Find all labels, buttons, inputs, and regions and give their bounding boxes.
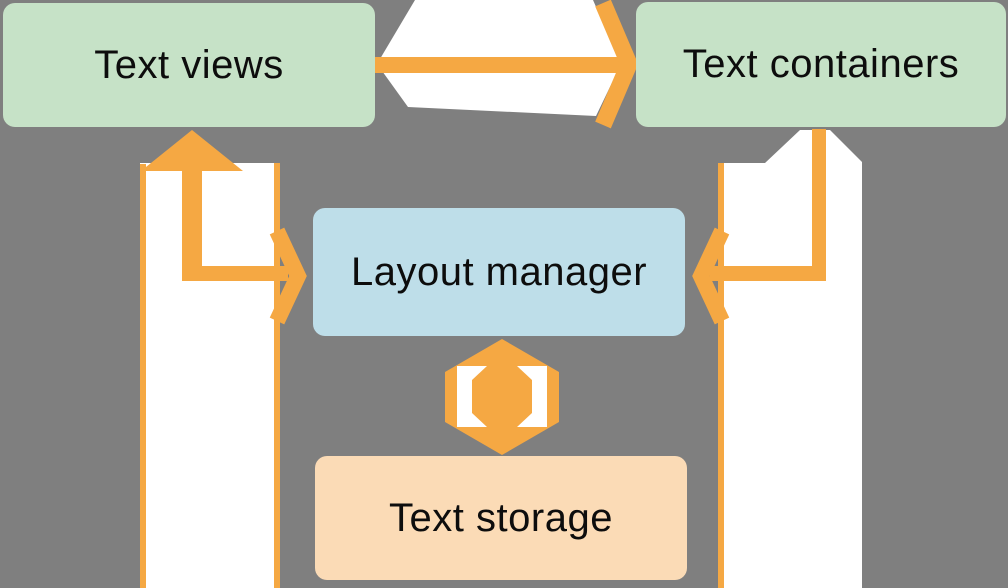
arrow-views-containers bbox=[372, 0, 639, 129]
arrow-containers-layout-white-bar bbox=[724, 130, 862, 588]
arrow-views-layout-vertical-shaft bbox=[182, 152, 202, 281]
arrow-views-containers-orange-stripe bbox=[372, 57, 628, 73]
node-layout-manager: Layout manager bbox=[313, 208, 685, 336]
node-text-storage: Text storage bbox=[315, 456, 687, 580]
node-layout-manager-label: Layout manager bbox=[350, 249, 648, 294]
arrow-views-layout-right-arrowhead bbox=[269, 227, 307, 325]
arrow-containers-layout-left-border bbox=[718, 163, 724, 588]
arrow-views-layout-white-bar bbox=[140, 163, 280, 588]
arrow-views-layout-up-arrowhead bbox=[141, 130, 243, 171]
arrow-views-layout bbox=[140, 130, 307, 588]
arrow-layout-storage-left-notch bbox=[457, 366, 487, 427]
node-text-views-label: Text views bbox=[94, 42, 284, 87]
arrow-views-layout-horizontal-shaft bbox=[182, 266, 288, 281]
arrow-layout-storage bbox=[445, 339, 559, 455]
node-text-containers: Text containers bbox=[636, 2, 1006, 127]
arrow-views-layout-right-border bbox=[274, 163, 280, 588]
arrow-containers-layout-vertical-shaft bbox=[812, 129, 826, 281]
arrow-containers-layout-horizontal-shaft bbox=[710, 266, 826, 281]
arrow-views-containers-right-arrowhead bbox=[595, 0, 639, 129]
arrow-layout-storage-right-notch bbox=[517, 366, 547, 427]
arrow-views-layout-left-border bbox=[140, 164, 146, 588]
arrow-containers-layout bbox=[692, 129, 862, 588]
node-text-views: Text views bbox=[3, 3, 375, 127]
arrow-containers-layout-left-arrowhead bbox=[692, 227, 730, 325]
node-text-containers-label: Text containers bbox=[682, 42, 960, 86]
node-text-storage-label: Text storage bbox=[389, 495, 613, 540]
